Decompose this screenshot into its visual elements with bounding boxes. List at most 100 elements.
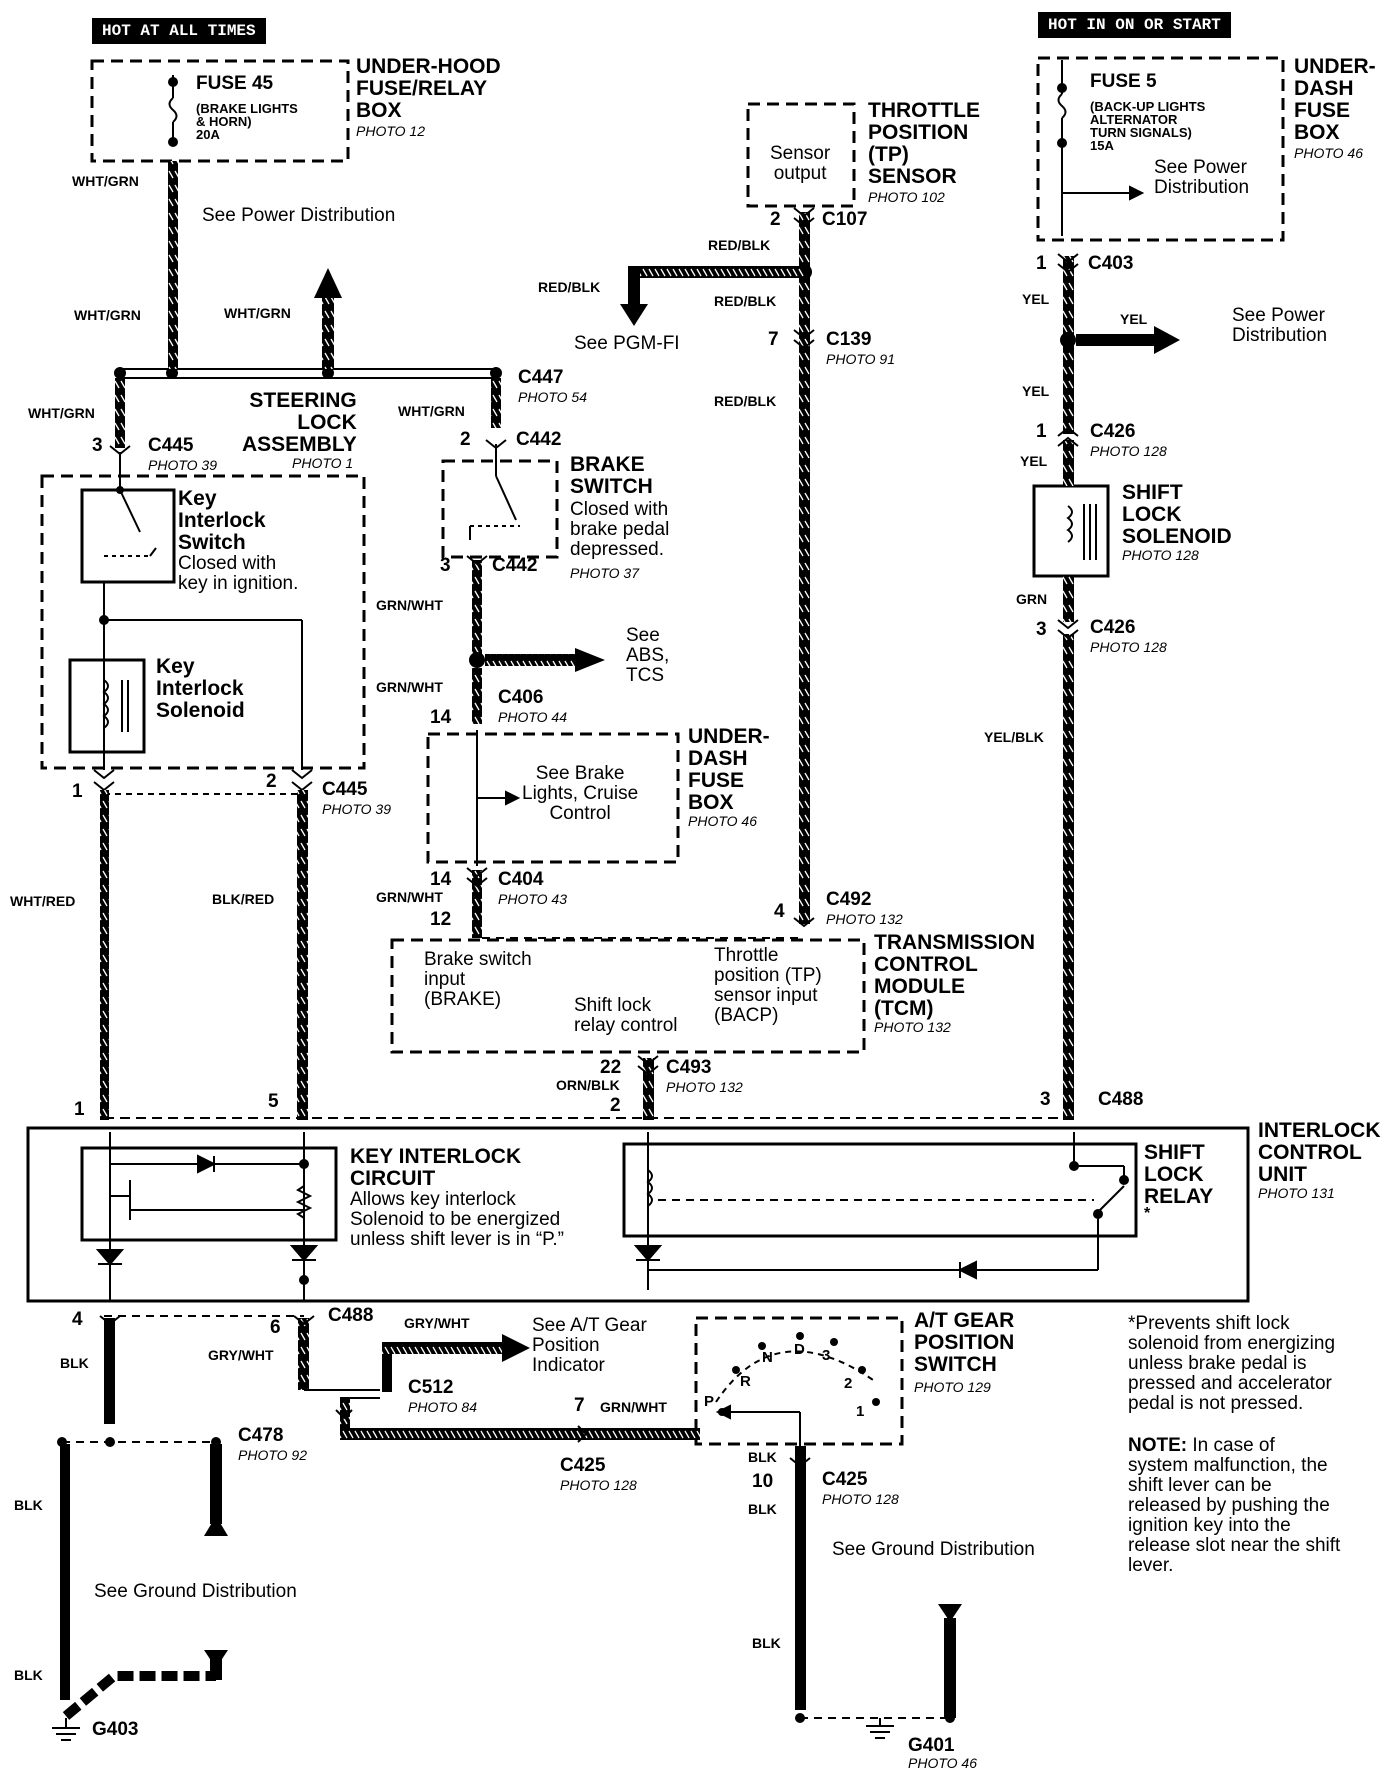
note-label: NOTE: — [1128, 1435, 1188, 1456]
underhood-box-photo: PHOTO 12 — [356, 123, 425, 139]
shift-lock-relay-title: SHIFT LOCK RELAY — [1144, 1141, 1214, 1209]
wire-label-yel-3: YEL — [1022, 383, 1050, 399]
pin-4-c492: 4 — [774, 901, 785, 922]
fuse-45-symbol — [168, 75, 178, 147]
c404-photo: PHOTO 43 — [498, 891, 567, 907]
c445-bottom-photo: PHOTO 39 — [322, 801, 391, 817]
tp-sensor-title: THROTTLE POSITION (TP) SENSOR — [868, 99, 980, 189]
wire-label-grnwht-2: GRN/WHT — [376, 679, 443, 695]
at-gear-switch-title: A/T GEAR POSITION SWITCH — [914, 1309, 1015, 1377]
connector-c512: C512 — [408, 1377, 454, 1398]
c406-photo: PHOTO 44 — [498, 709, 567, 725]
tcm-shift-lock-control: Shift lock relay control — [574, 995, 678, 1036]
pin-2-c442: 2 — [460, 429, 471, 450]
note-block: NOTE: In case of system malfunction, the… — [1128, 1436, 1340, 1576]
connector-c406: C406 — [498, 687, 544, 708]
see-abs-tcs: See ABS, TCS — [626, 625, 670, 686]
wire-label-redblk-4: RED/BLK — [714, 393, 777, 409]
tp-sensor-box — [746, 102, 856, 208]
fuse-45-label: FUSE 45 — [196, 73, 274, 94]
shift-lock-solenoid-title: SHIFT LOCK SOLENOID — [1122, 481, 1232, 549]
c445-lower — [93, 769, 313, 795]
c447-photo: PHOTO 54 — [518, 389, 587, 405]
tp-sensor-photo: PHOTO 102 — [868, 189, 945, 205]
key-interlock-solenoid-symbol — [68, 658, 146, 754]
wire-label-whtgrn-5: WHT/GRN — [398, 403, 465, 419]
g401-photo: PHOTO 46 — [908, 1755, 977, 1771]
connector-c445-top: C445 — [148, 435, 194, 456]
wire-label-redblk-2: RED/BLK — [538, 279, 601, 295]
pin-3-c445: 3 — [92, 435, 103, 456]
wire-label-whtred: WHT/RED — [10, 893, 76, 909]
connector-c478: C478 — [238, 1425, 284, 1446]
wire-brake-down — [491, 378, 501, 428]
wire-label-whtgrn-4: WHT/GRN — [28, 405, 95, 421]
key-interlock-solenoid-label: Key Interlock Solenoid — [156, 655, 245, 723]
connector-c139: C139 — [826, 329, 872, 350]
see-pgmfi: See PGM-FI — [574, 333, 680, 354]
connector-c492: C492 — [826, 889, 872, 910]
wire-label-whtgrn-1: WHT/GRN — [72, 173, 139, 189]
gear-p: P — [704, 1393, 715, 1410]
key-interlock-circuit-desc: Allows key interlock Solenoid to be ener… — [350, 1189, 565, 1250]
key-interlock-switch-title: Key Interlock Switch — [178, 487, 266, 555]
c425-right-photo: PHOTO 128 — [822, 1491, 899, 1507]
connector-c425-right: C425 — [822, 1469, 868, 1490]
connector-c403: C403 — [1088, 253, 1134, 274]
brake-switch-title: BRAKE SWITCH — [570, 453, 653, 499]
pin-3-c426: 3 — [1036, 619, 1047, 640]
pin-4-icu: 4 — [72, 1309, 83, 1330]
underhood-fuse-box — [90, 59, 350, 163]
wire-fuse45-down — [168, 161, 178, 369]
ground-g403: G403 — [92, 1719, 139, 1740]
abs-arrow — [485, 648, 605, 672]
gear-d: D — [794, 1341, 805, 1358]
connector-c493: C493 — [666, 1057, 712, 1078]
key-interlock-circuit-box — [80, 1146, 338, 1242]
ground-g401: G401 — [908, 1735, 955, 1756]
wire-label-blk-2: BLK — [14, 1497, 43, 1513]
connector-c488-bottom: C488 — [328, 1305, 374, 1326]
connector-c442-bottom: C442 — [492, 555, 538, 576]
connector-c404: C404 — [498, 869, 544, 890]
key-interlock-switch — [80, 488, 176, 584]
see-at-gear-indicator: See A/T Gear Position Indicator — [532, 1315, 647, 1376]
gear-n: N — [762, 1349, 773, 1366]
note-text: In case of system malfunction, the shift… — [1128, 1435, 1341, 1576]
power-dist-up-arrow — [314, 268, 342, 369]
icu-outer — [26, 1126, 1250, 1303]
underdash-fuse-box-mid — [426, 732, 680, 864]
wire-label-yel-4: YEL — [1020, 453, 1048, 469]
wire-label-grywht-1: GRY/WHT — [208, 1347, 274, 1363]
wire-blkred — [297, 790, 308, 1120]
wire-label-grn: GRN — [1016, 591, 1048, 607]
wire-label-grnwht-3: GRN/WHT — [376, 889, 443, 905]
see-brake-lights-cruise: See Brake Lights, Cruise Control — [522, 763, 639, 824]
pin-3-icu: 3 — [1040, 1089, 1051, 1110]
pin-2-c107: 2 — [770, 209, 781, 230]
pin-1-c445: 1 — [72, 781, 83, 802]
shift-lock-solenoid-symbol — [1032, 484, 1110, 578]
wire-steering-down — [115, 378, 125, 448]
wire-grnwht-1 — [472, 560, 482, 660]
pin-14-c404: 14 — [430, 869, 452, 890]
wire-blk-right — [795, 1446, 806, 1710]
c492-photo: PHOTO 132 — [826, 911, 903, 927]
c493-photo: PHOTO 132 — [666, 1079, 743, 1095]
shift-lock-relay-box — [622, 1142, 1138, 1238]
pin-12-tcm: 12 — [430, 909, 452, 930]
fuse-45-desc: (BRAKE LIGHTS & HORN) 20A — [196, 101, 298, 142]
wire-label-ornblk: ORN/BLK — [556, 1077, 620, 1093]
wire-label-grnwht-1: GRN/WHT — [376, 597, 443, 613]
tcm-tp-input: Throttle position (TP) sensor input (BAC… — [714, 945, 822, 1026]
wire-blk-left — [104, 1318, 115, 1424]
fuse-5-symbol — [1057, 60, 1145, 236]
underhood-box-title: UNDER-HOOD FUSE/RELAY BOX — [356, 55, 501, 123]
see-ground-distribution-right: See Ground Distribution — [832, 1539, 1035, 1560]
see-ground-distribution-left: See Ground Distribution — [94, 1581, 297, 1602]
c425-left-photo: PHOTO 128 — [560, 1477, 637, 1493]
wire-ornblk — [643, 1058, 654, 1120]
wire-grywht — [298, 1318, 309, 1390]
underdash-fuse-box-top — [1036, 56, 1285, 242]
pin-10-c425: 10 — [752, 1471, 774, 1492]
